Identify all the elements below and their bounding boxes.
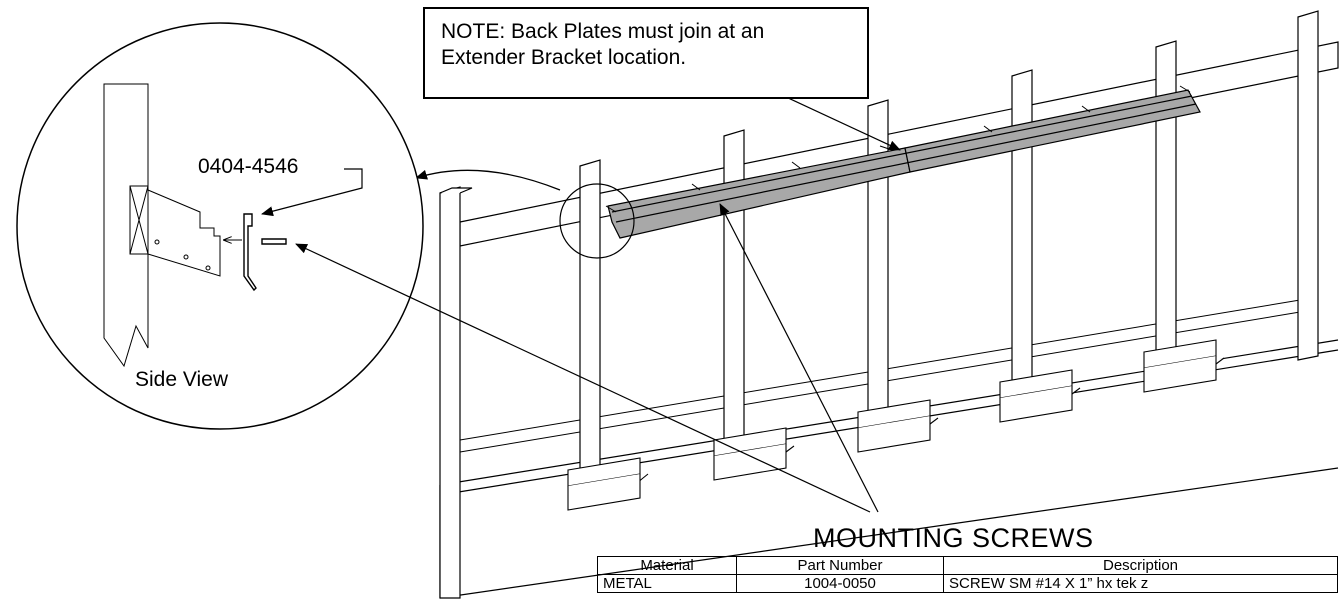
side-view-bracket <box>243 213 257 292</box>
header-material: Material <box>597 556 737 575</box>
header-part-number: Part Number <box>736 556 944 575</box>
holder-3 <box>857 399 939 453</box>
holder-5 <box>1143 339 1225 393</box>
holder-4 <box>999 369 1081 423</box>
side-view-screw <box>261 238 287 245</box>
back-plates <box>607 89 1201 239</box>
post-7 <box>1297 10 1319 361</box>
post-5 <box>1011 69 1033 411</box>
post-2 <box>579 159 601 485</box>
cell-description: SCREW SM #14 X 1” hx tek z <box>943 574 1338 593</box>
note-box: NOTE: Back Plates must join at an Extend… <box>423 7 869 99</box>
note-text: NOTE: Back Plates must join at an Extend… <box>441 20 765 69</box>
holder-1 <box>567 457 649 511</box>
side-view-drawing <box>103 83 287 368</box>
side-view-back-plate <box>147 189 221 277</box>
table-header-row: Material Part Number Description <box>597 556 1338 575</box>
detail-callout-circle <box>559 183 635 259</box>
part-number-leader <box>261 168 363 217</box>
side-view-post <box>103 83 149 368</box>
side-view-caption: Side View <box>135 368 229 391</box>
mounting-screws-title: MOUNTING SCREWS <box>813 523 1094 553</box>
post-1 <box>439 186 473 599</box>
cell-part-number: 1004-0050 <box>736 574 944 593</box>
extender-brackets <box>605 85 1191 213</box>
part-number-label: 0404-4546 <box>198 155 299 178</box>
cell-material: METAL <box>597 574 737 593</box>
header-description: Description <box>943 556 1338 575</box>
side-view-circle <box>16 22 424 430</box>
holder-2 <box>713 427 795 481</box>
table-row: METAL 1004-0050 SCREW SM #14 X 1” hx tek… <box>597 574 1338 593</box>
parts-table: Material Part Number Description METAL 1… <box>597 556 1338 593</box>
post-4 <box>867 99 889 435</box>
holders <box>567 339 1225 511</box>
mounting-screws-leaders <box>295 203 879 513</box>
back-plate-right <box>904 89 1201 173</box>
detail-callout-arrow <box>415 169 561 191</box>
side-view-block <box>129 185 149 255</box>
